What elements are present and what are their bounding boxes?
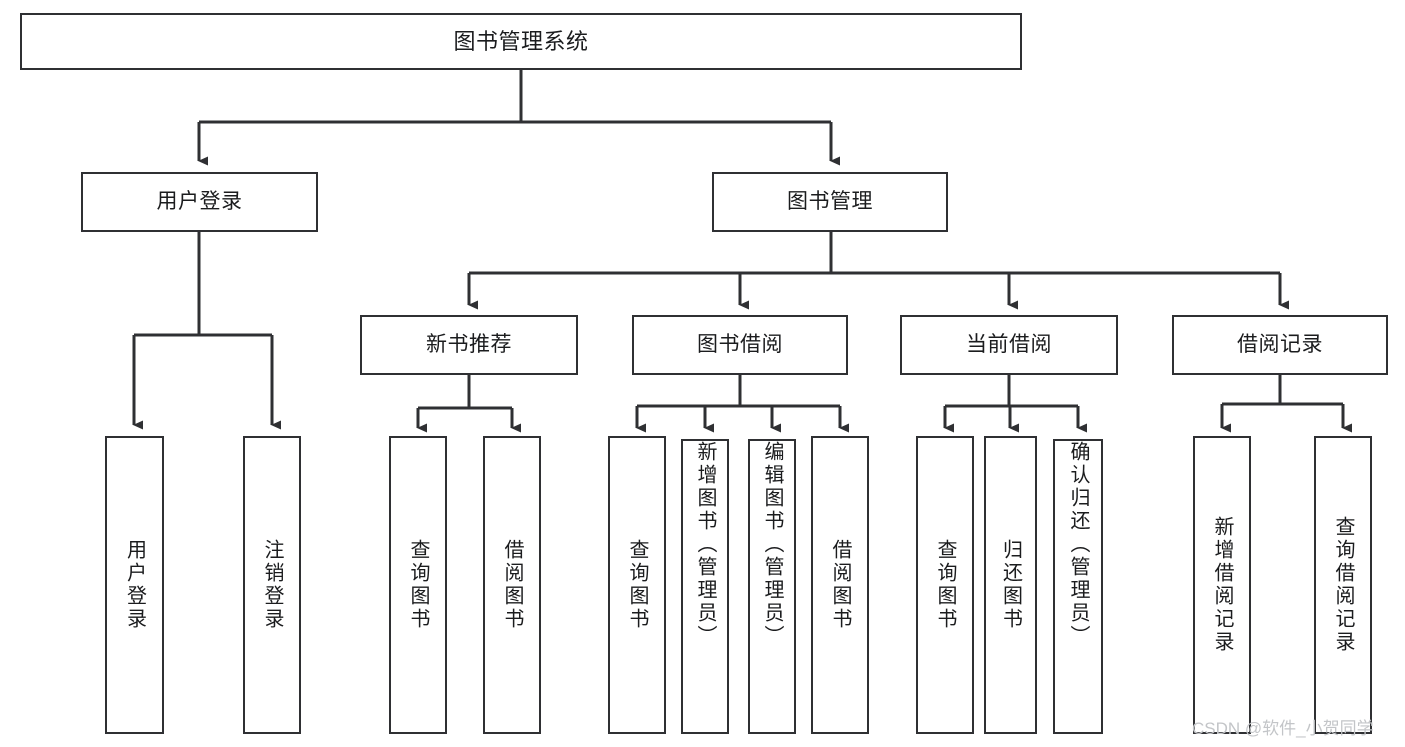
node-root-system[interactable]: 图书管理系统 [20, 13, 1022, 70]
leaf-new-book-borrow[interactable]: 借阅图书 [483, 436, 541, 734]
node-new-book-recommend[interactable]: 新书推荐 [360, 315, 578, 375]
node-label: 编辑图书（管理员） [761, 441, 783, 648]
leaf-new-book-query[interactable]: 查询图书 [389, 436, 447, 734]
leaf-borrow-add-book-admin[interactable]: 新增图书（管理员） [681, 439, 729, 734]
leaf-borrow-edit-book-admin[interactable]: 编辑图书（管理员） [748, 439, 796, 734]
node-label: 确认归还（管理员） [1067, 441, 1089, 648]
node-label: 当前借阅 [966, 332, 1052, 356]
node-book-management[interactable]: 图书管理 [712, 172, 948, 232]
node-label: 图书管理系统 [453, 28, 589, 54]
node-label: 查询图书 [626, 539, 648, 631]
node-label: 查询借阅记录 [1332, 516, 1354, 654]
node-label: 图书借阅 [697, 332, 783, 356]
node-user-login[interactable]: 用户登录 [81, 172, 318, 232]
node-label: 图书管理 [787, 189, 873, 213]
node-label: 用户登录 [123, 539, 146, 631]
node-book-borrow[interactable]: 图书借阅 [632, 315, 848, 375]
leaf-current-confirm-return-admin[interactable]: 确认归还（管理员） [1053, 439, 1103, 734]
node-label: 借阅图书 [829, 539, 851, 631]
node-label: 查询图书 [934, 539, 956, 631]
node-label: 新增借阅记录 [1211, 516, 1233, 654]
node-label: 查询图书 [407, 539, 429, 631]
csdn-watermark: CSDN @软件_小贺同学 [1192, 719, 1374, 738]
leaf-record-add-record[interactable]: 新增借阅记录 [1193, 436, 1251, 734]
leaf-user-login-login[interactable]: 用户登录 [105, 436, 164, 734]
node-label: 借阅记录 [1237, 332, 1323, 356]
leaf-user-login-logout[interactable]: 注销登录 [243, 436, 301, 734]
node-label: 归还图书 [999, 539, 1022, 631]
leaf-borrow-query-book[interactable]: 查询图书 [608, 436, 666, 734]
node-label: 借阅图书 [501, 539, 523, 631]
node-label: 注销登录 [261, 539, 283, 631]
node-label: 用户登录 [156, 189, 243, 213]
leaf-record-query-record[interactable]: 查询借阅记录 [1314, 436, 1372, 734]
node-current-borrow[interactable]: 当前借阅 [900, 315, 1118, 375]
leaf-current-return-book[interactable]: 归还图书 [984, 436, 1037, 734]
node-label: 新书推荐 [426, 332, 512, 356]
leaf-current-query-book[interactable]: 查询图书 [916, 436, 974, 734]
node-borrow-record[interactable]: 借阅记录 [1172, 315, 1388, 375]
leaf-borrow-borrow-book[interactable]: 借阅图书 [811, 436, 869, 734]
node-label: 新增图书（管理员） [694, 441, 716, 648]
